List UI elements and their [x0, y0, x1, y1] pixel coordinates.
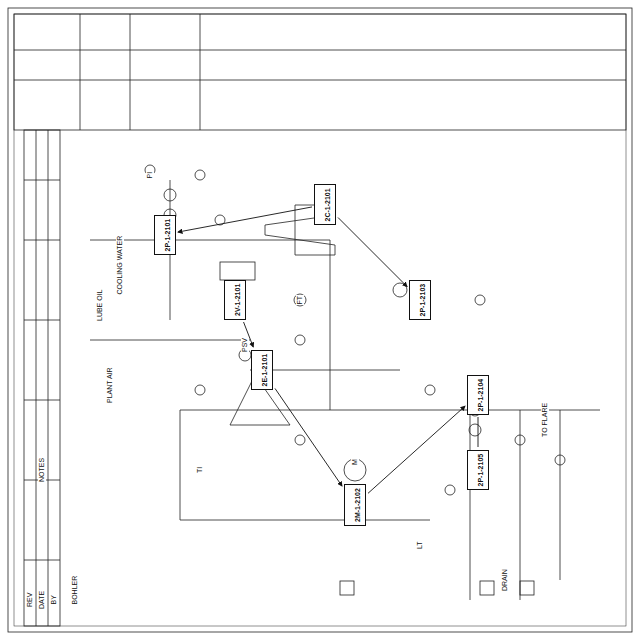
tag-text: 2P-1-2103: [419, 284, 426, 317]
tag-text: 2P-1-2105: [477, 454, 484, 487]
drawing-label: DRAIN: [501, 568, 509, 592]
process-line: [368, 406, 465, 493]
process-line: [338, 218, 407, 287]
drawing-label: DATE: [38, 590, 46, 610]
tag-text: 2M-1-2102: [354, 488, 361, 522]
drawing-label: TI: [196, 466, 204, 474]
equipment-tag: 2P-1-2101: [154, 215, 176, 256]
drawing-label: LT: [416, 540, 424, 550]
drawing-label: M: [351, 458, 359, 466]
drawing-label: COOLING WATER: [116, 235, 124, 296]
tag-text: 2P-1-2101: [164, 219, 171, 252]
process-line: [178, 207, 312, 232]
process-line: [275, 388, 342, 486]
drawing-label: NOTES: [38, 457, 46, 483]
tag-text: 2C-1-2101: [324, 188, 331, 221]
process-line: [478, 417, 479, 447]
drawing-label: PI: [146, 171, 154, 180]
tag-text: 2V-1-2101: [234, 284, 241, 316]
tag-text: 2P-1-2104: [477, 379, 484, 412]
tag-text: 2E-1-2101: [261, 354, 268, 387]
equipment-tag: 2P-1-2105: [467, 450, 489, 491]
drawing-label: BOHLER: [71, 575, 79, 606]
drawing-label: BY: [50, 594, 58, 605]
equipment-tag: 2M-1-2102: [344, 484, 366, 526]
equipment-tag: 2P-1-2104: [467, 375, 489, 416]
drawing-label: LUBE OIL: [96, 288, 104, 322]
drawing-label: FT: [296, 295, 304, 306]
equipment-tag: 2E-1-2101: [251, 350, 273, 391]
drawing-label: REV: [26, 592, 34, 608]
equipment-tag: 2C-1-2101: [314, 184, 336, 225]
equipment-tag: 2P-1-2103: [409, 280, 431, 321]
equipment-tag: 2V-1-2101: [224, 280, 246, 320]
drawing-label: PLANT AIR: [106, 366, 114, 404]
drawing-label: TO FLARE: [541, 402, 549, 438]
drawing-label: PSV: [241, 337, 249, 353]
